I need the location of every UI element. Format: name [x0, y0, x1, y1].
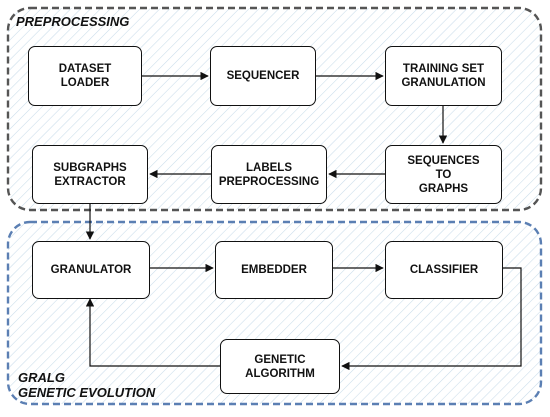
sequences-to-graphs-node: SEQUENCES TO GRAPHS: [385, 145, 502, 204]
labels-preprocessing-node: LABELS PREPROCESSING: [211, 145, 327, 204]
dataset-loader-node: DATASET LOADER: [28, 46, 142, 106]
genetic-algorithm-node: GENETIC ALGORITHM: [220, 339, 340, 394]
classifier-node: CLASSIFIER: [385, 241, 503, 299]
preprocessing-label: PREPROCESSING: [16, 14, 130, 29]
subgraphs-extractor-node: SUBGRAPHS EXTRACTOR: [32, 145, 148, 204]
training-set-granulation-node: TRAINING SET GRANULATION: [385, 46, 502, 106]
edge-genetic-algorithm-to-granulator: [85, 298, 220, 367]
embedder-node: EMBEDDER: [215, 241, 333, 299]
sequencer-node: SEQUENCER: [210, 46, 316, 106]
edge-classifier-to-genetic-algorithm: [341, 267, 522, 371]
gralg-label: GRALG GENETIC EVOLUTION: [18, 370, 156, 400]
granulator-node: GRANULATOR: [32, 241, 150, 299]
